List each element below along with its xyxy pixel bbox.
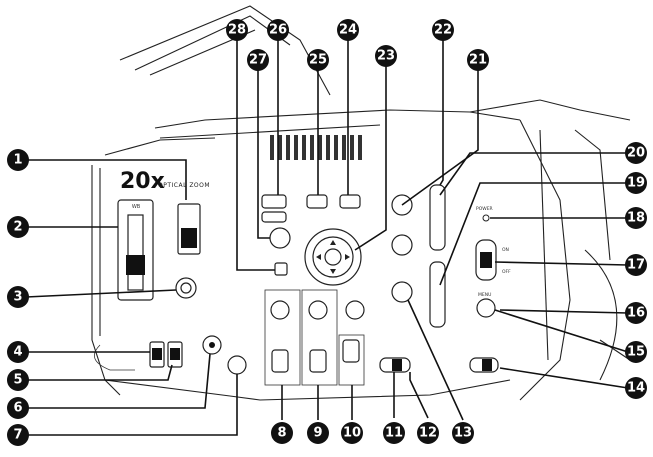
callout-9: 9 [307, 422, 329, 444]
svg-text:7: 7 [13, 428, 22, 443]
gain-switches[interactable] [149, 341, 183, 368]
callout-14: 14 [625, 377, 647, 399]
svg-text:20: 20 [627, 146, 645, 161]
white-balance-switch[interactable]: WB [117, 199, 154, 301]
callout-15: 15 [625, 341, 647, 363]
svg-text:9: 9 [313, 426, 322, 441]
callout-25: 25 [307, 49, 329, 71]
svg-text:5: 5 [13, 373, 22, 388]
thumbnail-button[interactable] [269, 227, 291, 249]
callout-10: 10 [341, 422, 363, 444]
svg-text:1: 1 [13, 153, 22, 168]
shutter-button[interactable] [391, 281, 413, 303]
svg-text:23: 23 [377, 49, 395, 64]
svg-text:27: 27 [249, 53, 267, 68]
svg-text:18: 18 [627, 211, 645, 226]
menu-label: MENU [478, 292, 491, 298]
user-button-1[interactable] [261, 194, 287, 209]
directional-dial[interactable] [304, 228, 362, 286]
svg-text:19: 19 [627, 176, 645, 191]
svg-text:24: 24 [339, 23, 357, 38]
aeshift-button[interactable] [391, 234, 413, 256]
callout-19: 19 [625, 172, 647, 194]
cancel-button[interactable] [274, 262, 288, 276]
zoom-sub-text: OPTICAL ZOOM [158, 182, 210, 189]
callout-21: 21 [467, 49, 489, 71]
user-button-2[interactable] [261, 211, 287, 223]
callout-24: 24 [337, 19, 359, 41]
mode-switch-knob [482, 359, 492, 371]
svg-text:10: 10 [343, 426, 361, 441]
svg-text:6: 6 [13, 401, 22, 416]
svg-text:8: 8 [277, 426, 286, 441]
svg-text:12: 12 [419, 426, 437, 441]
wb-selector[interactable] [309, 349, 327, 373]
camera-body-outline [91, 5, 631, 401]
callout-12: 12 [417, 422, 439, 444]
svg-text:17: 17 [627, 258, 645, 273]
record-button-dot [209, 342, 215, 348]
callout-2: 2 [7, 216, 29, 238]
rec-review-button[interactable] [227, 355, 247, 375]
bottom-panel-mid [301, 289, 338, 386]
display-bar-switch[interactable] [429, 261, 446, 328]
power-off-label: OFF [502, 269, 511, 275]
svg-text:15: 15 [627, 345, 645, 360]
push-auto-button-inner [180, 282, 192, 294]
svg-text:13: 13 [454, 426, 472, 441]
callout-6: 6 [7, 397, 29, 419]
output-selector[interactable] [342, 339, 360, 363]
callout-8: 8 [271, 422, 293, 444]
power-on-label: ON [502, 247, 509, 253]
audio-switch-knob [392, 359, 402, 371]
callout-27: 27 [247, 49, 269, 71]
user-button-4[interactable] [339, 194, 361, 209]
svg-text:3: 3 [13, 290, 22, 305]
svg-text:4: 4 [13, 345, 22, 360]
callout-13: 13 [452, 422, 474, 444]
callout-17: 17 [625, 254, 647, 276]
callout-7: 7 [7, 424, 29, 446]
user-button-3[interactable] [306, 194, 328, 209]
menu-button[interactable] [476, 298, 496, 318]
callout-22: 22 [432, 19, 454, 41]
leader-lines [25, 30, 629, 436]
white-balance-button[interactable] [308, 300, 328, 320]
power-switch[interactable]: ON OFF [475, 239, 511, 281]
callout-20: 20 [625, 142, 647, 164]
focus-switch[interactable] [177, 203, 201, 255]
power-indicator-label: POWER [476, 206, 493, 212]
wb-label: WB [132, 204, 141, 210]
svg-text:26: 26 [269, 23, 287, 38]
svg-text:28: 28 [228, 23, 246, 38]
vent-slots [270, 135, 362, 160]
callout-4: 4 [7, 341, 29, 363]
callout-26: 26 [267, 19, 289, 41]
callout-5: 5 [7, 369, 29, 391]
callout-23: 23 [375, 45, 397, 67]
callout-18: 18 [625, 207, 647, 229]
svg-text:22: 22 [434, 23, 452, 38]
svg-text:25: 25 [309, 53, 327, 68]
callout-11: 11 [383, 422, 405, 444]
status-bar-switch[interactable] [429, 184, 446, 251]
callout-1: 1 [7, 149, 29, 171]
bars-button[interactable] [345, 300, 365, 320]
power-indicator-led [482, 214, 490, 222]
svg-text:14: 14 [627, 381, 645, 396]
zoom-brand-text: 20x [120, 169, 165, 194]
callout-28: 28 [226, 19, 248, 41]
callout-16: 16 [625, 302, 647, 324]
svg-text:21: 21 [469, 53, 487, 68]
svg-text:16: 16 [627, 306, 645, 321]
svg-text:11: 11 [385, 426, 403, 441]
svg-text:2: 2 [13, 220, 22, 235]
gain-selector[interactable] [271, 349, 289, 373]
callout-3: 3 [7, 286, 29, 308]
gain-button[interactable] [270, 300, 290, 320]
